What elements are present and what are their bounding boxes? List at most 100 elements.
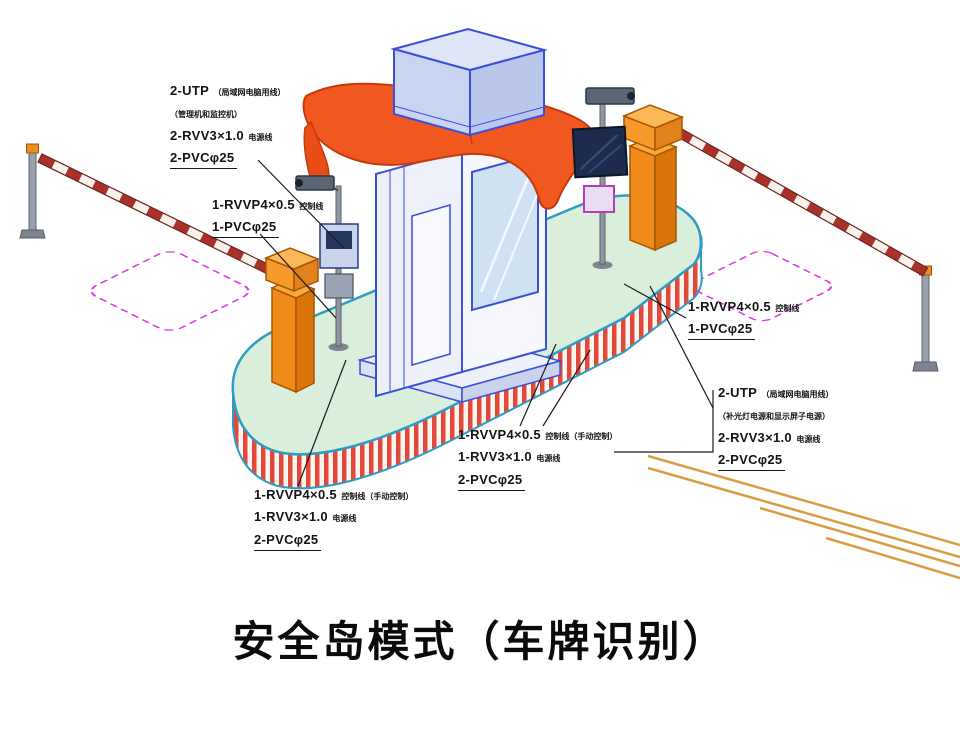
booth-roof-box — [390, 27, 548, 137]
cable-note-text: 控制线（手动控制） — [341, 492, 414, 501]
cable-label-row: 1-RVVP4×0.5 控制线（手动控制） — [254, 486, 413, 504]
leader-right-mid — [623, 283, 687, 319]
cable-label-row: 2-PVCφ25 — [458, 471, 617, 491]
guard-booth — [302, 27, 596, 403]
conduit-spec-text: 1-PVCφ25 — [212, 219, 280, 239]
diagram-title: 安全岛模式（车牌识别） — [232, 618, 728, 665]
cable-spec-text: 2-UTP — [718, 385, 758, 400]
leader-center-a — [519, 343, 557, 427]
cabinet-head-top-face — [622, 104, 685, 129]
pole-shaft — [599, 101, 606, 265]
cable-label-row: 2-RVV3×1.0 电源线 — [718, 429, 834, 447]
vehicle-detector-loop-left — [90, 251, 250, 331]
arm-support-post-right — [912, 265, 939, 372]
post-base — [912, 361, 939, 372]
cctv-camera-right — [585, 87, 635, 105]
cable-label-row: 1-RVV3×1.0 电源线 — [458, 448, 617, 466]
barrier-cabinet-left — [264, 247, 320, 394]
cable-label-row: 1-RVVP4×0.5 控制线 — [688, 298, 799, 316]
guide-line — [825, 536, 960, 580]
cabinet-body-right-face — [654, 145, 677, 252]
cable-spec-text: 1-RVV3×1.0 — [254, 509, 328, 525]
guide-line — [647, 454, 960, 547]
roof-box-top-face — [390, 27, 548, 72]
booth-door — [411, 204, 451, 366]
guide-line — [647, 466, 960, 559]
conduit-spec-text: 2-PVCφ25 — [254, 532, 322, 551]
camera-lens — [627, 92, 635, 100]
leader-left-mid — [259, 233, 337, 319]
cable-label-row: （管理机和监控机） — [170, 104, 286, 122]
cable-spec-text: 1-RVV3×1.0 — [458, 449, 532, 465]
cable-label-top-left: 2-UTP （局域网电脑用线） （管理机和监控机） 2-RVV3×1.0 电源线… — [170, 82, 286, 173]
conduit-spec-text: 2-PVCφ25 — [170, 150, 238, 170]
cable-label-row: 1-PVCφ25 — [212, 218, 323, 239]
barrier-gate-right — [622, 104, 939, 372]
cable-spec-text: 2-RVV3×1.0 — [718, 429, 792, 445]
cable-note-text: 控制线 — [775, 304, 800, 313]
vehicle-detector-loop-right — [691, 250, 833, 322]
cable-note-text: 控制线（手动控制） — [545, 432, 618, 441]
cable-label-right-mid: 1-RVVP4×0.5 控制线 1-PVCφ25 — [688, 298, 799, 344]
cable-note-text: 电源线 — [796, 434, 821, 444]
cable-label-row: 1-RVVP4×0.5 控制线 — [212, 196, 323, 214]
traffic-guide-lines — [647, 454, 960, 580]
led-display-screen — [571, 125, 629, 179]
cable-label-row: 1-RVVP4×0.5 控制线（手动控制） — [458, 426, 617, 444]
cable-note-text: 控制线 — [299, 202, 324, 211]
cable-label-row: 2-UTP （局域网电脑用线） — [718, 384, 834, 402]
barrier-arm-right — [674, 127, 929, 277]
cable-label-right-low: 2-UTP （局域网电脑用线） （补光灯电源和显示屏子电源） 2-RVV3×1.… — [718, 384, 834, 475]
guide-line — [759, 506, 960, 568]
leader-top-left — [257, 159, 345, 249]
cable-label-row: 1-PVCφ25 — [688, 320, 799, 341]
cabinet-head-top-face — [264, 247, 320, 270]
cable-label-row: 2-PVCφ25 — [170, 149, 286, 170]
leader-left-bottom — [297, 359, 347, 487]
cable-label-left-bottom: 1-RVVP4×0.5 控制线（手动控制） 1-RVV3×1.0 电源线 2-P… — [254, 486, 413, 555]
camera-lens — [295, 179, 303, 187]
leader-lines — [257, 159, 714, 487]
cable-note-text: 电源线 — [536, 454, 561, 464]
leader-center-b — [542, 349, 591, 427]
arm-support-post-left — [19, 143, 46, 239]
cable-label-row: 2-UTP （局域网电脑用线） — [170, 82, 286, 100]
cable-spec-text: 2-UTP — [170, 83, 210, 98]
equipment-pole-right — [571, 87, 635, 269]
cable-label-row: 2-PVCφ25 — [254, 531, 413, 551]
post-base — [19, 229, 46, 239]
cabinet-body-right-face — [295, 287, 315, 394]
window-glare-line — [493, 194, 538, 301]
cable-spec-text: 1-RVVP4×0.5 — [458, 427, 541, 442]
leader-right-low — [649, 285, 714, 409]
cable-label-row: 2-PVCφ25 — [718, 451, 834, 472]
cable-note-text: 电源线 — [248, 132, 273, 142]
conduit-spec-text: 1-PVCφ25 — [688, 321, 756, 341]
cable-label-row: 1-RVV3×1.0 电源线 — [254, 508, 413, 526]
control-box — [324, 273, 354, 299]
cable-label-row: （补光灯电源和显示屏子电源） — [718, 406, 834, 424]
cable-label-center-bottom: 1-RVVP4×0.5 控制线（手动控制） 1-RVV3×1.0 电源线 2-P… — [458, 426, 617, 495]
cable-spec-text: 1-RVVP4×0.5 — [212, 197, 295, 212]
cable-spec-text: 1-RVVP4×0.5 — [688, 299, 771, 314]
cable-note-text: 电源线 — [332, 514, 357, 524]
leader-center-to-right — [614, 390, 714, 453]
window-glare-line — [479, 177, 530, 293]
cable-note-text: （管理机和监控机） — [170, 110, 242, 120]
pole-base — [328, 343, 349, 351]
cable-note-text: （局域网电脑用线） — [213, 88, 286, 97]
barrier-gate-left — [19, 143, 320, 394]
cable-label-row: 2-RVV3×1.0 电源线 — [170, 127, 286, 145]
cable-spec-text: 1-RVVP4×0.5 — [254, 487, 337, 502]
post-cap — [26, 143, 39, 154]
fill-light-box — [583, 185, 615, 213]
cable-spec-text: 2-RVV3×1.0 — [170, 127, 244, 143]
cabinet-body-left-face — [629, 144, 656, 252]
cable-note-text: （补光灯电源和显示屏子电源） — [718, 412, 830, 422]
cable-note-text: （局域网电脑用线） — [761, 390, 834, 399]
post-shaft — [28, 151, 37, 231]
equipment-pole-left — [295, 175, 359, 351]
cabinet-body-left-face — [271, 286, 297, 394]
